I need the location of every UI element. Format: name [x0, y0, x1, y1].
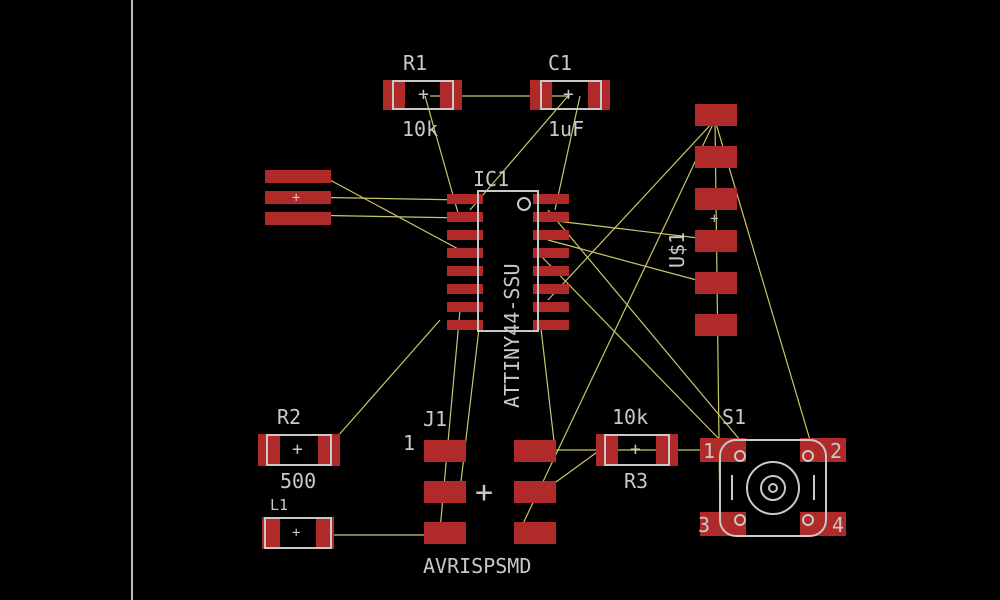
connector-pad-2[interactable]	[265, 191, 331, 204]
ic1-pad-r3[interactable]	[533, 230, 569, 240]
ic1-pad-r6[interactable]	[533, 284, 569, 294]
ic1-pad-l8[interactable]	[447, 320, 483, 330]
j1-pad-6[interactable]	[514, 522, 556, 544]
ic1-pad-l5[interactable]	[447, 266, 483, 276]
j1-pad-4[interactable]	[514, 481, 556, 503]
ic1-pad-l1[interactable]	[447, 194, 483, 204]
s1-pad-1[interactable]	[700, 438, 746, 462]
ic1-pad-r1[interactable]	[533, 194, 569, 204]
c1-value: 1uF	[548, 117, 585, 141]
r2-body[interactable]	[266, 434, 332, 466]
u1-pad-4[interactable]	[695, 230, 737, 252]
s1-pad-2[interactable]	[800, 438, 846, 462]
ic1-name: IC1	[473, 167, 510, 191]
u1-pad-5[interactable]	[695, 272, 737, 294]
connector-pad-1[interactable]	[265, 170, 331, 183]
j1-origin: +	[475, 475, 494, 510]
ic1-pad-r7[interactable]	[533, 302, 569, 312]
ic1-pad-l6[interactable]	[447, 284, 483, 294]
ic1-body[interactable]	[477, 190, 539, 332]
u1-pad-1[interactable]	[695, 104, 737, 126]
ic1-pad-l2[interactable]	[447, 212, 483, 222]
s1-pin2-label: 2	[830, 439, 843, 463]
ic1-pin1-marker	[517, 197, 531, 211]
r2-origin: +	[292, 439, 303, 460]
j1-pad-2[interactable]	[514, 440, 556, 462]
r1-origin: +	[418, 84, 429, 105]
r1-pad-1[interactable]	[383, 80, 405, 110]
ic1-pad-r4[interactable]	[533, 248, 569, 258]
l1-body[interactable]	[264, 517, 332, 549]
u1-pad-3[interactable]	[695, 188, 737, 210]
u1-origin: +	[710, 211, 719, 227]
board-outline-edge	[131, 0, 133, 600]
j1-name: J1	[423, 407, 448, 431]
u1-pad-6[interactable]	[695, 314, 737, 336]
connector-pad-3[interactable]	[265, 212, 331, 225]
ic1-pad-l4[interactable]	[447, 248, 483, 258]
c1-pad-2[interactable]	[588, 80, 610, 110]
j1-pad-1[interactable]	[424, 440, 466, 462]
j1-pad-5[interactable]	[424, 522, 466, 544]
r1-pad-2[interactable]	[440, 80, 462, 110]
r1-name: R1	[403, 51, 428, 75]
ic1-pad-r8[interactable]	[533, 320, 569, 330]
s1-pin3-label: 3	[698, 513, 711, 537]
c1-body[interactable]	[540, 80, 602, 110]
l1-pad-1[interactable]	[262, 517, 280, 549]
l1-origin: +	[292, 525, 301, 541]
r2-name: R2	[277, 405, 302, 429]
s1-pin4-label: 4	[832, 513, 845, 537]
c1-origin: +	[563, 84, 574, 105]
ic1-pad-r2[interactable]	[533, 212, 569, 222]
r1-value: 10k	[402, 117, 439, 141]
r3-value: 10k	[612, 405, 649, 429]
j1-pin1-label: 1	[403, 431, 416, 455]
j1-pad-3[interactable]	[424, 481, 466, 503]
ic1-pad-r5[interactable]	[533, 266, 569, 276]
r2-value: 500	[280, 469, 317, 493]
j1-value: AVRISPSMD	[423, 554, 532, 578]
ic1-pad-l7[interactable]	[447, 302, 483, 312]
connector-origin: +	[292, 190, 301, 206]
ic1-pad-l3[interactable]	[447, 230, 483, 240]
l1-pad-2[interactable]	[316, 517, 334, 549]
r3-body[interactable]	[604, 434, 670, 466]
c1-name: C1	[548, 51, 573, 75]
r1-body[interactable]	[392, 80, 454, 110]
r3-origin: +	[630, 439, 641, 460]
u1-pad-2[interactable]	[695, 146, 737, 168]
r3-pad-2[interactable]	[656, 434, 678, 466]
r2-pad-1[interactable]	[258, 434, 280, 466]
r3-name: R3	[624, 469, 649, 493]
l1-name: L1	[270, 496, 289, 514]
r3-pad-1[interactable]	[596, 434, 618, 466]
s1-name: S1	[722, 405, 747, 429]
s1-pin1-label: 1	[703, 439, 716, 463]
r2-pad-2[interactable]	[318, 434, 340, 466]
